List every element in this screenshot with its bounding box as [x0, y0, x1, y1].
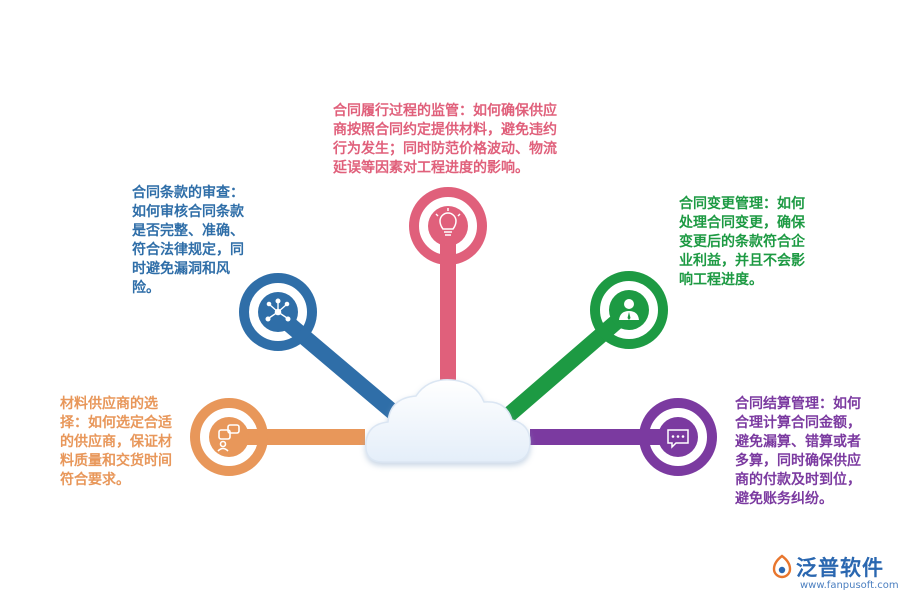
branch-change-management [497, 271, 668, 427]
branch-label-settlement-management: 合同结算管理：如何合理计算合同金额，避免漏算、错算或者多算，同时确保供应商的付款… [735, 396, 861, 507]
person-icon [619, 299, 639, 320]
branch-performance-supervision [409, 187, 487, 392]
cloud-icon [365, 379, 531, 463]
branch-settlement-management [530, 398, 717, 476]
brand-logo: 泛普软件 www.fanpusoft.com [770, 552, 899, 598]
people-chat-icon [217, 424, 240, 452]
branch-contract-terms-review [239, 273, 406, 425]
branch-label-contract-terms-review: 合同条款的审查：如何审核合同条款是否完整、准确、符合法律规定，同时避免漏洞和风险… [132, 185, 244, 296]
branch-label-performance-supervision: 合同履行过程的监管：如何确保供应商按照合同约定提供材料，避免违约行为发生；同时防… [333, 103, 557, 176]
logo-url: www.fanpusoft.com [800, 580, 899, 591]
lightbulb-icon [435, 208, 461, 236]
branch-material-supplier [190, 398, 365, 476]
chat-bubble-icon [667, 429, 689, 449]
network-icon [265, 298, 291, 322]
logo-name: 泛普软件 [796, 556, 884, 580]
branch-label-change-management: 合同变更管理：如何处理合同变更，确保变更后的条款符合企业利益，并且不会影响工程进… [679, 196, 805, 288]
logo-mark-icon [772, 554, 792, 579]
branch-label-material-supplier: 材料供应商的选择：如何选定合适的供应商，保证材料质量和交货时间符合要求。 [60, 396, 172, 488]
